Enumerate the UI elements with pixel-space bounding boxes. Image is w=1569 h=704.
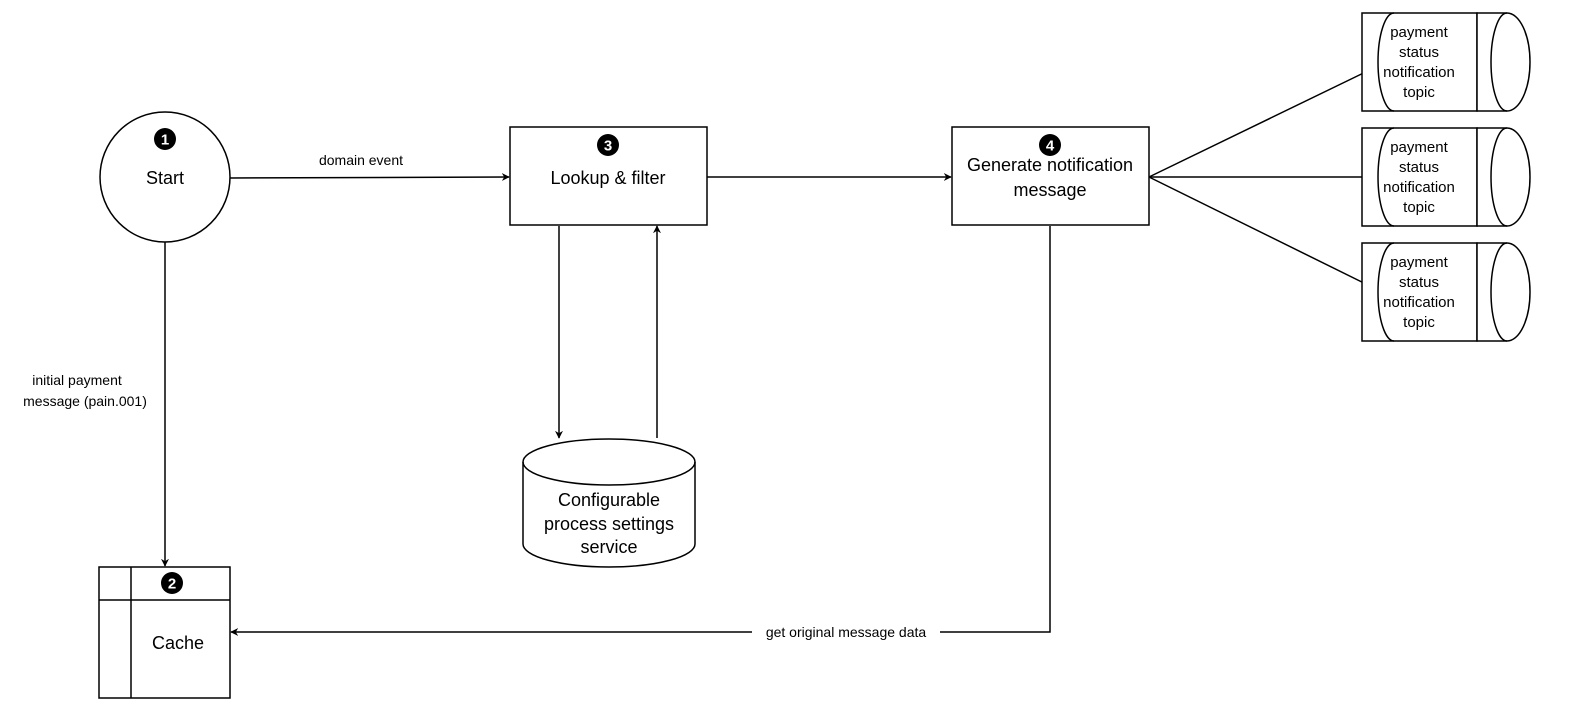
node-settings-service[interactable]: Configurable process settings service <box>522 438 696 568</box>
topic-1-line2: status <box>1399 44 1439 61</box>
badge-4-number: 4 <box>1046 138 1055 155</box>
badge-4-icon <box>1039 134 1061 156</box>
node-cache[interactable]: 2 Cache <box>98 566 231 699</box>
node-lookup-filter[interactable]: 3 Lookup & filter <box>509 126 708 226</box>
node-topic-3[interactable]: payment status notification topic <box>1361 242 1531 342</box>
node-settings-label-line2: process settings <box>544 514 674 534</box>
topic-2-line3: notification <box>1383 179 1455 196</box>
node-generate-notification[interactable]: 4 Generate notification message <box>951 126 1150 226</box>
edge-label-initial-payment-line2: message (pain.001) <box>23 393 147 409</box>
topic-3-line2: status <box>1399 274 1439 291</box>
node-start[interactable]: 1 Start <box>99 111 231 243</box>
topic-2-line4: topic <box>1403 199 1435 216</box>
edge-generate-to-cache[interactable] <box>230 226 1051 636</box>
edge-label-bg <box>752 623 940 641</box>
badge-2-number: 2 <box>168 576 176 593</box>
topic-1-line1: payment <box>1390 24 1448 41</box>
node-cache-label: Cache <box>152 633 204 653</box>
topic-3-line1: payment <box>1390 254 1448 271</box>
node-settings-label-line1: Configurable <box>558 490 660 510</box>
edge-start-to-lookup[interactable] <box>229 173 510 182</box>
topic-2-line1: payment <box>1390 139 1448 156</box>
topic-2-line2: status <box>1399 159 1439 176</box>
node-topic-1[interactable]: payment status notification topic <box>1361 12 1531 112</box>
node-generate-label-line2: message <box>1013 180 1086 200</box>
edge-generate-to-topic-3[interactable] <box>1148 176 1379 291</box>
node-generate-label-line1: Generate notification <box>967 155 1133 175</box>
edge-label-initial-payment-line1: initial payment <box>32 372 122 388</box>
badge-3-icon <box>597 134 619 156</box>
edge-generate-to-topic-1[interactable] <box>1148 65 1379 178</box>
edge-label-get-original-message-data: get original message data <box>766 624 927 640</box>
node-lookup-filter-label: Lookup & filter <box>550 168 665 188</box>
topic-3-line4: topic <box>1403 314 1435 331</box>
topic-1-line4: topic <box>1403 84 1435 101</box>
badge-2-icon <box>161 572 183 594</box>
badge-1-icon <box>154 128 176 150</box>
node-settings-label-line3: service <box>580 537 637 557</box>
badge-1-number: 1 <box>161 132 169 149</box>
node-topic-2[interactable]: payment status notification topic <box>1361 127 1531 227</box>
edge-label-domain-event: domain event <box>319 152 403 168</box>
badge-3-number: 3 <box>604 138 612 155</box>
edges: domain event initial payment message (pa… <box>23 65 1379 641</box>
node-start-label: Start <box>146 168 184 188</box>
topic-1-line3: notification <box>1383 64 1455 81</box>
topic-3-line3: notification <box>1383 294 1455 311</box>
